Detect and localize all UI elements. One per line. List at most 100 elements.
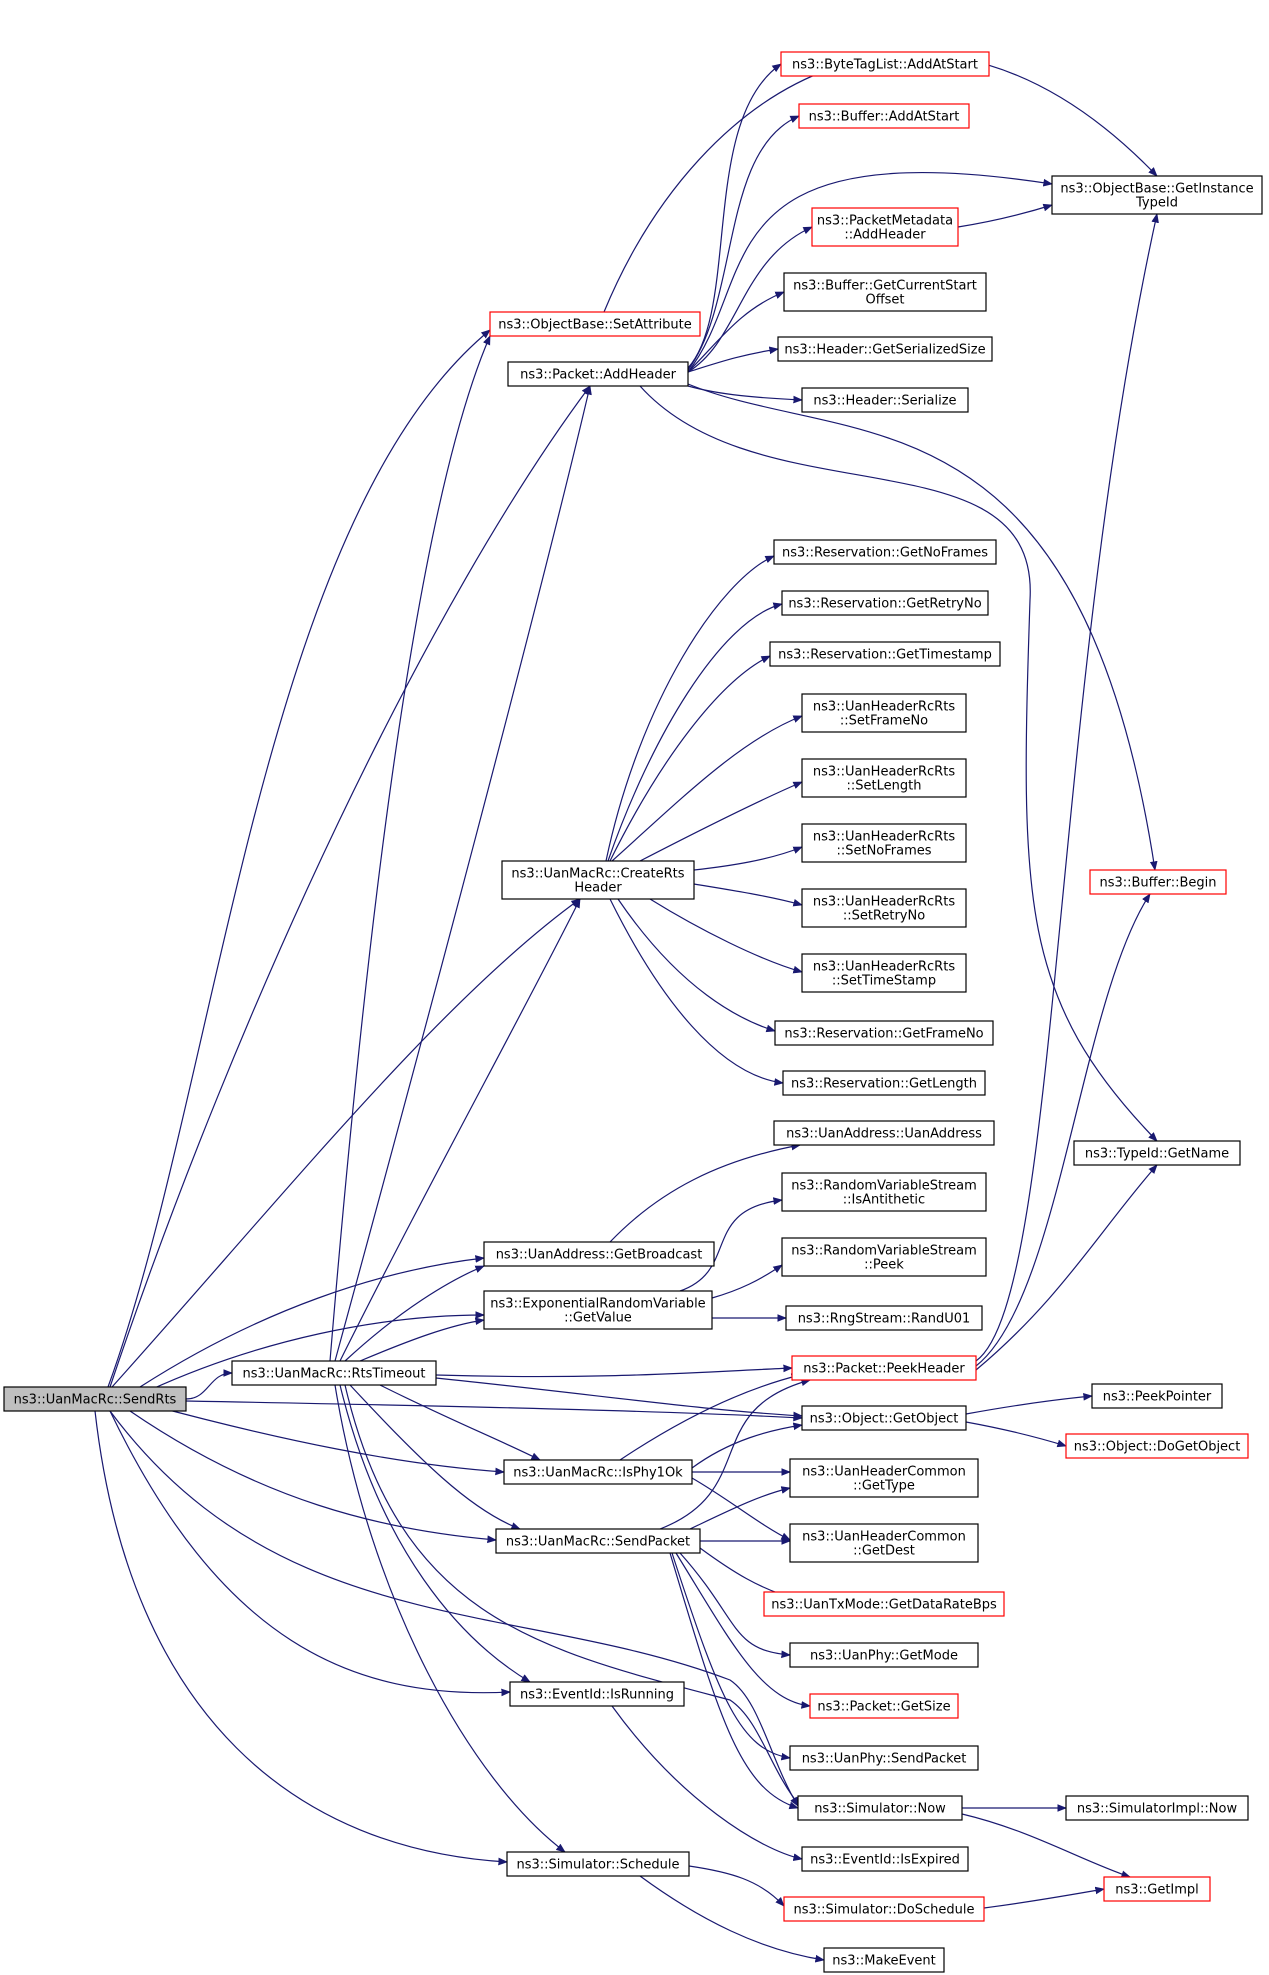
edge-sendrts-to-rtstimeout [185,1369,233,1400]
node-phygetmode[interactable]: ns3::UanPhy::GetMode [789,1642,979,1668]
node-box [769,641,1001,667]
node-gettimestamp[interactable]: ns3::Reservation::GetTimestamp [769,641,1001,667]
node-isantithetic[interactable]: ns3::RandomVariableStream::IsAntithetic [781,1172,987,1212]
node-hcgetdest[interactable]: ns3::UanHeaderCommon::GetDest [789,1523,979,1563]
node-box [1091,1383,1223,1409]
node-sendrts[interactable]: ns3::UanMacRc::SendRts [3,1386,187,1412]
node-getdataratebps[interactable]: ns3::UanTxMode::GetDataRateBps [763,1591,1005,1617]
edge-rtstimeout-to-sendpacket [349,1384,521,1530]
node-label: ::GetType [853,1479,915,1494]
node-peekpointer[interactable]: ns3::PeekPointer [1091,1383,1223,1409]
node-pmaddheader[interactable]: ns3::PacketMetadata::AddHeader [811,207,959,247]
node-box [801,758,967,798]
edge-rtstimeout-to-isphy1ok [379,1384,541,1461]
node-label: ::GetDest [853,1544,915,1559]
node-simimplnow[interactable]: ns3::SimulatorImpl::Now [1065,1795,1249,1821]
node-isexpired[interactable]: ns3::EventId::IsExpired [801,1846,969,1872]
edge-rtstimeout-to-isrunning [339,1384,531,1683]
node-bufbegin[interactable]: ns3::Buffer::Begin [1089,869,1227,895]
node-peekheader[interactable]: ns3::Packet::PeekHeader [791,1355,977,1381]
node-label: ns3::Packet::PeekHeader [803,1362,965,1377]
node-physendpacket[interactable]: ns3::UanPhy::SendPacket [789,1745,979,1771]
edge-doschedule-to-getimpl [983,1886,1105,1909]
node-setnoframes[interactable]: ns3::UanHeaderRcRts::SetNoFrames [801,823,967,863]
node-box [1103,1876,1211,1902]
node-label: ns3::ObjectBase::GetInstance [1060,182,1253,197]
node-getbroadcast[interactable]: ns3::UanAddress::GetBroadcast [483,1241,715,1267]
node-label: ns3::Buffer::AddAtStart [809,110,960,125]
node-setattribute[interactable]: ns3::ObjectBase::SetAttribute [489,311,701,337]
node-simnow[interactable]: ns3::Simulator::Now [797,1795,963,1821]
node-dogetobject[interactable]: ns3::Object::DoGetObject [1065,1433,1249,1459]
edge-rtstimeout-to-peekheader [435,1364,793,1378]
node-getframeno[interactable]: ns3::Reservation::GetFrameNo [774,1020,994,1046]
node-label: ns3::Buffer::Begin [1099,876,1216,891]
edge-rtstimeout-to-getobject [435,1377,803,1420]
edge-addheader-to-getsersize [687,346,779,373]
node-box [823,1947,945,1973]
node-randu01[interactable]: ns3::RngStream::RandU01 [785,1305,983,1331]
node-label: ns3::GetImpl [1115,1883,1199,1898]
node-isphy1ok[interactable]: ns3::UanMacRc::IsPhy1Ok [503,1459,693,1485]
node-setretryno[interactable]: ns3::UanHeaderRcRts::SetRetryNo [801,888,967,928]
node-bufaddatstart[interactable]: ns3::Buffer::AddAtStart [798,103,970,129]
node-box [785,1305,983,1331]
node-box [763,1591,1005,1617]
node-isrunning[interactable]: ns3::EventId::IsRunning [509,1681,685,1707]
node-box [1065,1433,1249,1459]
node-label: ::SetRetryNo [843,909,925,924]
node-schedule[interactable]: ns3::Simulator::Schedule [506,1851,690,1877]
node-label: ns3::UanHeaderCommon [802,1465,966,1480]
node-doschedule[interactable]: ns3::Simulator::DoSchedule [783,1896,985,1922]
edge-addheader-to-typeidgetname [639,385,1158,1142]
node-box [781,1172,987,1212]
node-rtstimeout[interactable]: ns3::UanMacRc::RtsTimeout [231,1360,437,1386]
node-box [483,1290,713,1330]
node-addheader[interactable]: ns3::Packet::AddHeader [507,361,689,387]
node-serialize[interactable]: ns3::Header::Serialize [801,387,969,413]
node-expgetvalue[interactable]: ns3::ExponentialRandomVariable::GetValue [483,1290,713,1330]
node-setlength[interactable]: ns3::UanHeaderRcRts::SetLength [801,758,967,798]
node-makeevent[interactable]: ns3::MakeEvent [823,1947,945,1973]
node-label: ns3::Simulator::DoSchedule [793,1903,974,1918]
node-box [483,1241,715,1267]
edge-rtstimeout-to-schedule [334,1384,566,1853]
node-getretryno[interactable]: ns3::Reservation::GetRetryNo [781,590,989,616]
edge-expgetvalue-to-isantithetic [679,1197,783,1292]
node-label: ns3::UanMacRc::CreateRts [511,867,684,882]
node-label: ::Peek [864,1258,904,1273]
node-getimpl[interactable]: ns3::GetImpl [1103,1876,1211,1902]
node-getnoframes[interactable]: ns3::Reservation::GetNoFrames [773,539,997,565]
node-setframeno[interactable]: ns3::UanHeaderRcRts::SetFrameNo [801,693,967,733]
edge-getbroadcast-to-uanaddress [609,1142,801,1243]
edge-addheader-to-getcurstart [687,291,785,373]
edge-expgetvalue-to-peek [711,1264,783,1299]
node-box [789,1642,979,1668]
node-uanaddress[interactable]: ns3::UanAddress::UanAddress [773,1120,995,1146]
node-label: ns3::EventId::IsExpired [810,1853,960,1868]
node-typeidgetname[interactable]: ns3::TypeId::GetName [1073,1140,1241,1166]
node-label: ::SetNoFrames [836,844,931,859]
edge-addheader-to-bytetag [687,63,782,369]
node-peek[interactable]: ns3::RandomVariableStream::Peek [781,1237,987,1277]
node-label: ns3::PacketMetadata [817,214,953,229]
node-getsersize[interactable]: ns3::Header::GetSerializedSize [777,336,993,362]
edge-addheader-to-serialize [687,385,803,404]
node-bytetag[interactable]: ns3::ByteTagList::AddAtStart [780,51,990,77]
edge-addheader-to-pmaddheader [687,226,813,373]
node-getobject[interactable]: ns3::Object::GetObject [801,1405,967,1431]
node-getlength[interactable]: ns3::Reservation::GetLength [782,1070,986,1096]
node-sendpacket[interactable]: ns3::UanMacRc::SendPacket [495,1528,701,1554]
node-hcgettype[interactable]: ns3::UanHeaderCommon::GetType [789,1458,979,1498]
node-label: Header [574,881,622,896]
node-pktgetsize[interactable]: ns3::Packet::GetSize [809,1693,959,1719]
node-label: ns3::UanHeaderRcRts [813,895,955,910]
function-nodes: ns3::UanMacRc::SendRts ns3::UanMacRc::Rts… [3,51,1263,1973]
node-box [801,823,967,863]
edge-peekheader-to-typeidgetname [975,1164,1158,1371]
node-settimestamp[interactable]: ns3::UanHeaderRcRts::SetTimeStamp [801,953,967,993]
